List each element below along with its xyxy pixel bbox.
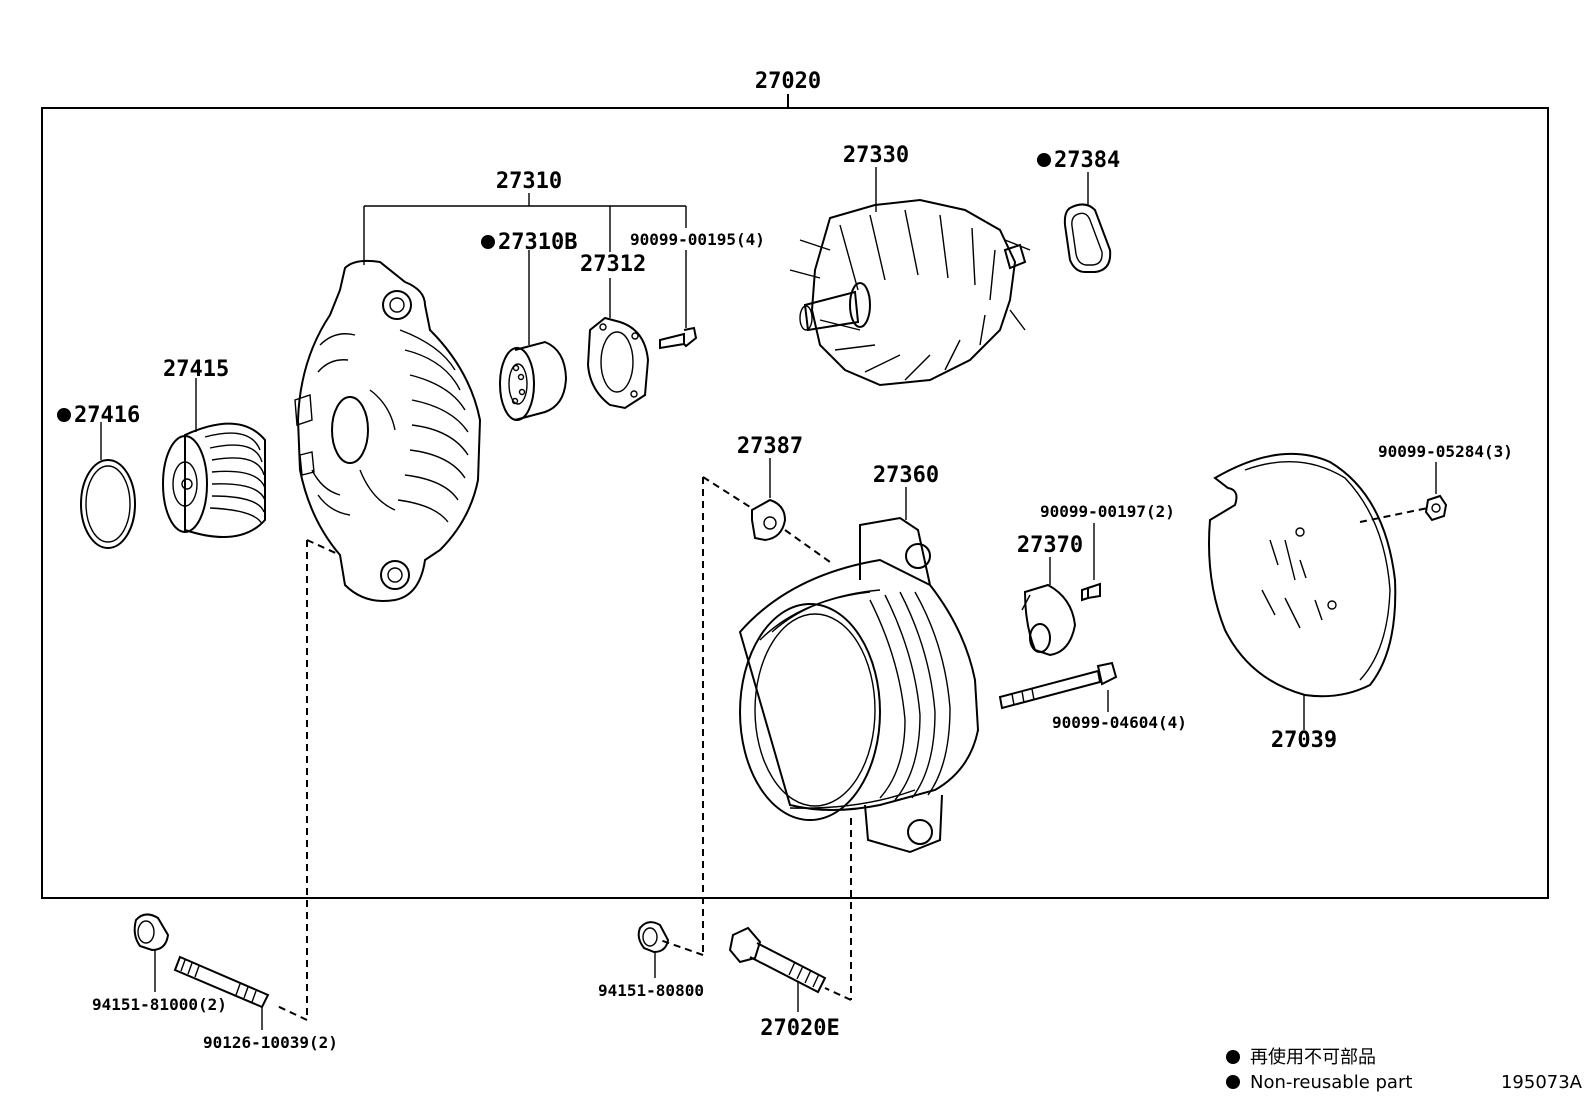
non-reusable-marker-icon xyxy=(1037,153,1051,167)
pulley-icon[interactable] xyxy=(162,422,266,539)
figure-code: 195073A xyxy=(1501,1072,1583,1093)
part-90099-00197-label[interactable]: 90099-00197(2) xyxy=(1040,502,1175,521)
drive-end-frame-icon[interactable] xyxy=(294,259,482,602)
part-27384-label: 27384 xyxy=(1054,148,1120,173)
part-27387-label[interactable]: 27387 xyxy=(737,434,803,459)
part-27312-label[interactable]: 27312 xyxy=(580,252,646,277)
non-reusable-marker-icon xyxy=(57,408,71,422)
part-27415-label[interactable]: 27415 xyxy=(163,357,229,382)
part-27310B[interactable]: 27310B xyxy=(481,230,577,255)
insulator-ring-icon[interactable] xyxy=(1063,203,1112,273)
part-27310-label[interactable]: 27310 xyxy=(496,169,562,194)
brush-holder-icon[interactable] xyxy=(1021,583,1077,657)
part-27020E-label[interactable]: 27020E xyxy=(760,1016,839,1041)
part-27416[interactable]: 27416 xyxy=(57,403,140,428)
nut-icon[interactable] xyxy=(637,921,670,954)
part-90099-05284-label[interactable]: 90099-05284(3) xyxy=(1378,442,1513,461)
part-90099-04604-label[interactable]: 90099-04604(4) xyxy=(1052,713,1187,732)
part-94151-81000-label[interactable]: 94151-81000(2) xyxy=(92,995,227,1014)
screw-icon[interactable] xyxy=(1081,582,1101,602)
rectifier-end-frame-icon[interactable] xyxy=(738,516,980,854)
part-27370-label[interactable]: 27370 xyxy=(1017,533,1083,558)
ball-bearing-icon[interactable] xyxy=(499,340,568,421)
part-27360-label[interactable]: 27360 xyxy=(873,463,939,488)
nut-icon[interactable] xyxy=(1424,494,1448,522)
part-27416-label: 27416 xyxy=(74,403,140,428)
bolt-icon[interactable] xyxy=(728,926,827,994)
rear-end-cover-icon[interactable] xyxy=(1208,453,1397,698)
pulley-cap-ring-icon[interactable] xyxy=(80,459,136,549)
part-27039-label[interactable]: 27039 xyxy=(1271,728,1337,753)
part-90126-10039-label[interactable]: 90126-10039(2) xyxy=(203,1033,338,1052)
legend-jp-text: 再使用不可部品 xyxy=(1250,1047,1376,1068)
part-90099-00195-label[interactable]: 90099-00195(4) xyxy=(630,230,765,249)
bearing-retainer-plate-icon[interactable] xyxy=(586,316,650,410)
legend-marker-icon xyxy=(1226,1075,1240,1089)
screw-icon[interactable] xyxy=(659,326,698,350)
non-reusable-marker-icon xyxy=(481,235,495,249)
rotor-assembly-icon[interactable] xyxy=(789,198,1031,387)
assembly-frame xyxy=(41,107,1549,899)
part-27384[interactable]: 27384 xyxy=(1037,148,1120,173)
part-27310B-label: 27310B xyxy=(498,230,577,255)
nut-icon[interactable] xyxy=(133,913,170,952)
legend: 再使用不可部品 Non-reusable part xyxy=(1226,1047,1412,1093)
terminal-insulator-icon[interactable] xyxy=(751,498,787,542)
legend-en-text: Non-reusable part xyxy=(1250,1072,1412,1093)
assembly-label[interactable]: 27020 xyxy=(755,69,821,94)
part-27330-label[interactable]: 27330 xyxy=(843,143,909,168)
legend-marker-icon xyxy=(1226,1050,1240,1064)
part-94151-80800-label[interactable]: 94151-80800 xyxy=(598,981,704,1000)
through-bolt-icon[interactable] xyxy=(998,661,1118,710)
